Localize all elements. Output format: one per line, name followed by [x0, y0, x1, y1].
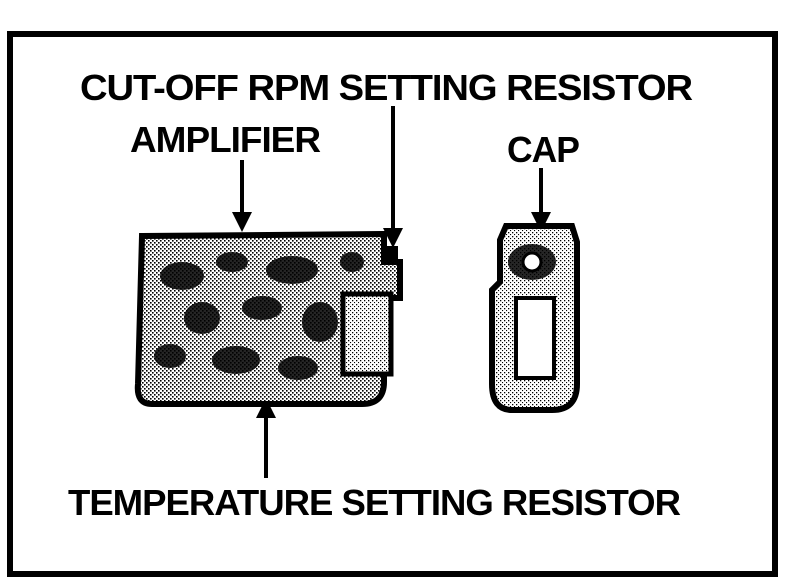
cap-window: [514, 296, 556, 380]
amplifier-module: [134, 230, 403, 407]
label-amplifier: AMPLIFIER: [130, 119, 321, 160]
amplifier-circuit-pattern: [154, 252, 364, 380]
cap-part: [489, 223, 580, 413]
label-cap: CAP: [507, 129, 579, 170]
label-cutoff-rpm-setting-resistor: CUT-OFF RPM SETTING RESISTOR: [80, 67, 693, 108]
temperature-setting-resistor: [340, 291, 394, 377]
cutoff-rpm-resistor-tab: [384, 246, 398, 264]
label-temperature-setting-resistor: TEMPERATURE SETTING RESISTOR: [68, 482, 681, 523]
leader-arrows: [232, 106, 551, 478]
